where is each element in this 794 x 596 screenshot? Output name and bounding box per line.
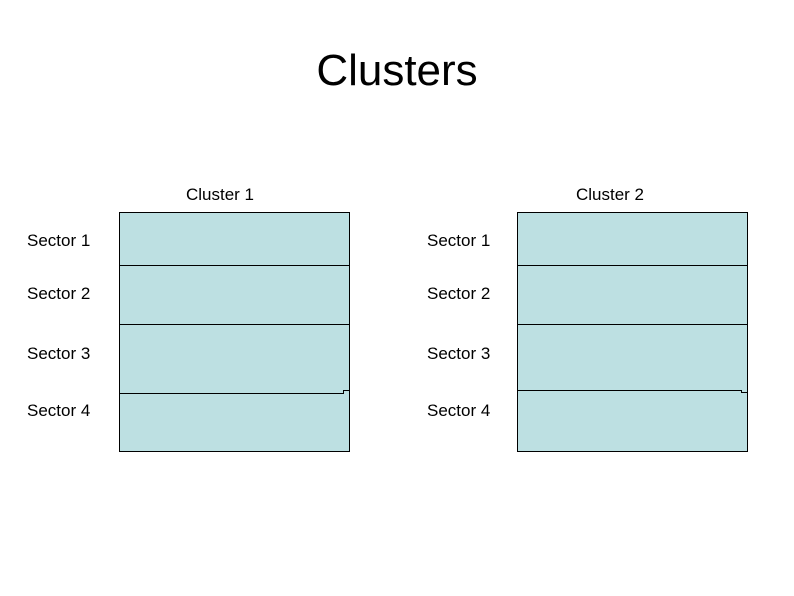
cluster-2-sector-3-label: Sector 3	[427, 344, 491, 363]
cluster-1-sector-2-box	[119, 265, 350, 325]
cluster-1-label: Cluster 1	[185, 185, 255, 204]
cluster-1-divider-notch	[343, 390, 349, 394]
cluster-2-sector-2-label: Sector 2	[427, 284, 491, 303]
cluster-1-sector-4-box	[119, 393, 350, 452]
cluster-2-sector-4-label: Sector 4	[427, 401, 491, 420]
cluster-2-sector-1-label: Sector 1	[427, 231, 491, 250]
cluster-2-label: Cluster 2	[575, 185, 645, 204]
cluster-1-sector-3-label: Sector 3	[27, 344, 91, 363]
cluster-1-sector-1-label: Sector 1	[27, 231, 91, 250]
cluster-2-sector-3-box	[517, 324, 748, 391]
cluster-1-sector-2-label: Sector 2	[27, 284, 91, 303]
cluster-1-sector-4-label: Sector 4	[27, 401, 91, 420]
cluster-2-sector-2-box	[517, 265, 748, 325]
cluster-2-divider-notch	[741, 390, 747, 393]
cluster-1-sector-3-box	[119, 324, 350, 394]
slide-title: Clusters	[316, 46, 478, 95]
cluster-2-sector-1-box	[517, 212, 748, 266]
cluster-1-sector-1-box	[119, 212, 350, 266]
cluster-2-sector-4-box	[517, 390, 748, 452]
